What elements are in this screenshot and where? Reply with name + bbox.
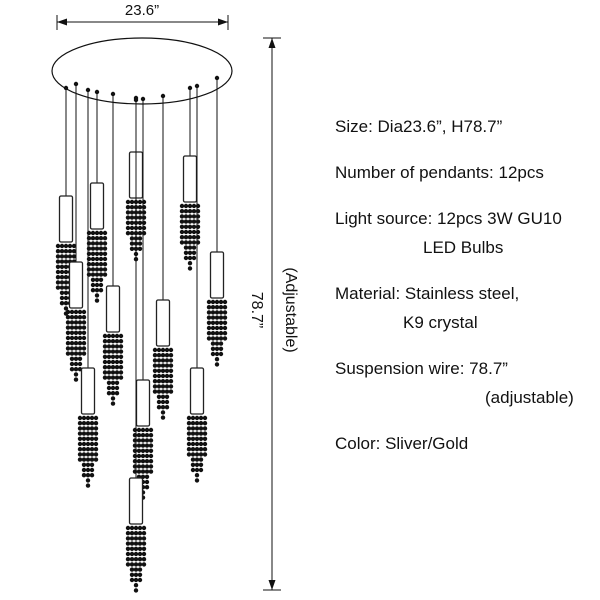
spec-line: Suspension wire: 78.7” <box>335 359 508 378</box>
pendant-tube <box>105 285 121 333</box>
spec-list: Size: Dia23.6”, H78.7” Number of pendants… <box>335 112 595 458</box>
spec-line: (adjustable) <box>485 388 574 407</box>
chandelier-diagram: 23.6” 78.7” (Adjustable) <box>51 2 299 593</box>
pendant-tube <box>135 379 151 427</box>
spec-line: Size: Dia23.6”, H78.7” <box>335 117 503 136</box>
pendant-tube <box>189 367 205 415</box>
height-adjustable-label: (Adjustable) <box>282 267 299 352</box>
pendant-tube <box>58 195 74 243</box>
pendant <box>65 81 87 382</box>
arrow-left-icon <box>57 18 67 26</box>
spec-item: Number of pendants: 12pcs <box>335 158 595 187</box>
pendant <box>152 93 174 420</box>
pendant-tube <box>155 299 171 347</box>
spec-line: K9 crystal <box>403 313 478 332</box>
pendant <box>125 97 147 593</box>
spec-item: Suspension wire: 78.7” (adjustable) <box>335 354 595 412</box>
pendant-tube <box>128 477 144 525</box>
spec-line: Material: Stainless steel, <box>335 284 520 303</box>
pendant <box>77 87 99 488</box>
pendant <box>179 85 201 271</box>
pendant-group <box>55 75 228 593</box>
top-dimension: 23.6” <box>56 2 229 30</box>
pendant-tube <box>80 367 96 415</box>
arrow-up-icon <box>268 38 276 48</box>
pendant <box>206 75 228 367</box>
spec-item: Material: Stainless steel, K9 crystal <box>335 279 595 337</box>
height-dimension: 78.7” (Adjustable) <box>248 37 299 591</box>
canopy <box>51 37 233 105</box>
pendant <box>132 96 154 500</box>
top-dimension-label: 23.6” <box>125 2 159 19</box>
pendant-tube <box>182 155 198 203</box>
pendant <box>186 83 208 483</box>
arrow-right-icon <box>218 18 228 26</box>
arrow-down-icon <box>268 580 276 590</box>
spec-line: LED Bulbs <box>423 238 504 257</box>
spec-item: Color: Sliver/Gold <box>335 429 595 458</box>
pendant <box>125 95 147 262</box>
pendant <box>86 89 108 303</box>
spec-line: Number of pendants: 12pcs <box>335 163 544 182</box>
pendant-tube <box>209 251 225 299</box>
height-dimension-label: 78.7” <box>248 292 265 328</box>
spec-line: Light source: 12pcs 3W GU10 <box>335 209 562 228</box>
spec-item: Size: Dia23.6”, H78.7” <box>335 112 595 141</box>
spec-line: Color: Sliver/Gold <box>335 434 469 453</box>
pendant-tube <box>68 261 84 309</box>
pendant-tube <box>89 182 105 230</box>
pendant <box>102 91 124 406</box>
